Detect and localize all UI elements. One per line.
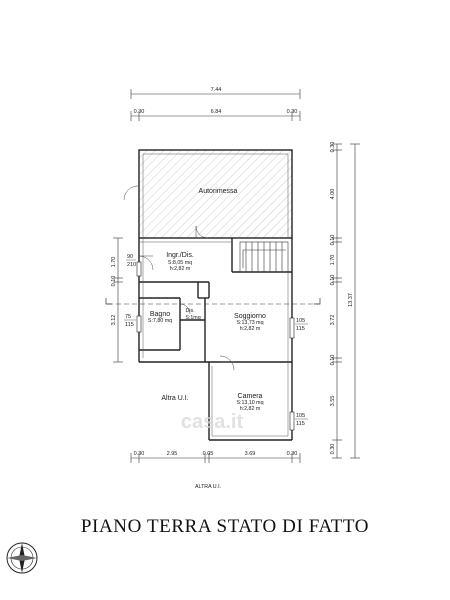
room-camera-name: Camera: [238, 393, 263, 400]
section-markers: [105, 298, 321, 305]
opening-bagno-width: 75: [125, 314, 131, 320]
opening-ingresso-height: 210: [127, 262, 136, 268]
dim-left-h1: 1.70: [111, 257, 117, 268]
opening-soggiorno-height: 115: [296, 326, 305, 332]
opening-camera-height: 115: [296, 421, 305, 427]
right-dimension-lines: [332, 143, 360, 459]
dim-right-d7: 0.10: [330, 355, 336, 366]
door-swings: [123, 185, 235, 371]
dim-bottom-c: 0.05: [203, 451, 214, 457]
dim-left-h2: 0.10: [111, 276, 117, 287]
dim-top-inner: 6.84: [211, 109, 222, 115]
opening-camera-width: 105: [296, 413, 305, 419]
dim-bottom-a: 0.30: [134, 451, 145, 457]
label-below-plan: ALTRA U.I.: [195, 484, 221, 490]
room-dis-surface: S:1mq: [185, 315, 200, 321]
bottom-dimension-lines: [130, 453, 301, 463]
dim-bottom-e: 0.30: [287, 451, 298, 457]
page-title: PIANO TERRA STATO DI FATTO: [80, 516, 370, 537]
north-arrow-icon: [6, 542, 38, 574]
dim-top-overall: 7.44: [211, 87, 222, 93]
dim-right-overall: 13.37: [348, 293, 354, 307]
dim-right-d8: 3.55: [330, 396, 336, 407]
wall-thickness-lines: [139, 153, 289, 437]
opening-soggiorno-width: 105: [296, 318, 305, 324]
dim-right-d4: 1.70: [330, 255, 336, 266]
dim-right-d9: 0.30: [330, 444, 336, 455]
dim-left-h3: 3.12: [111, 315, 117, 326]
room-bagno-name: Bagno: [150, 311, 170, 318]
opening-bagno-height: 115: [125, 322, 134, 328]
room-soggiorno-height: h:2,82 m: [240, 326, 261, 332]
staircase: [239, 241, 289, 273]
room-soggiorno-name: Soggiorno: [234, 313, 266, 320]
room-dis-name: Dis.: [185, 308, 194, 314]
left-dimension-lines: [113, 237, 123, 363]
dim-top-left-wall: 0.30: [134, 109, 145, 115]
dim-right-d5: 0.10: [330, 275, 336, 286]
opening-ingresso-width: 90: [127, 254, 133, 260]
room-autorimessa-name: Autorimessa: [199, 188, 238, 195]
dim-top-right-wall: 0.30: [287, 109, 298, 115]
dim-right-d6: 3.72: [330, 315, 336, 326]
room-ingresso-height: h:2,82 m: [170, 266, 191, 272]
window-marks: [136, 261, 295, 431]
room-ingresso-name: Ingr./Dis.: [166, 252, 194, 259]
dim-bottom-b: 2.95: [167, 451, 178, 457]
room-camera-height: h:2,82 m: [240, 406, 261, 412]
dim-right-d2: 4.00: [330, 189, 336, 200]
room-camera-surface: S:13,10 mq: [236, 400, 263, 406]
room-ingresso-surface: S:8,05 mq: [168, 260, 192, 266]
watermark-text: casa.it: [181, 411, 244, 433]
dim-bottom-d: 3.69: [245, 451, 256, 457]
dim-right-d3: 0.10: [330, 235, 336, 246]
room-bagno-surface: S:7,80 mq: [148, 318, 172, 324]
top-dimension-lines: [130, 89, 301, 121]
label-left-unit: Altra U.I.: [161, 395, 188, 402]
room-soggiorno-surface: S:13,73 mq: [236, 320, 263, 326]
dim-right-d1: 0.30: [330, 142, 336, 153]
